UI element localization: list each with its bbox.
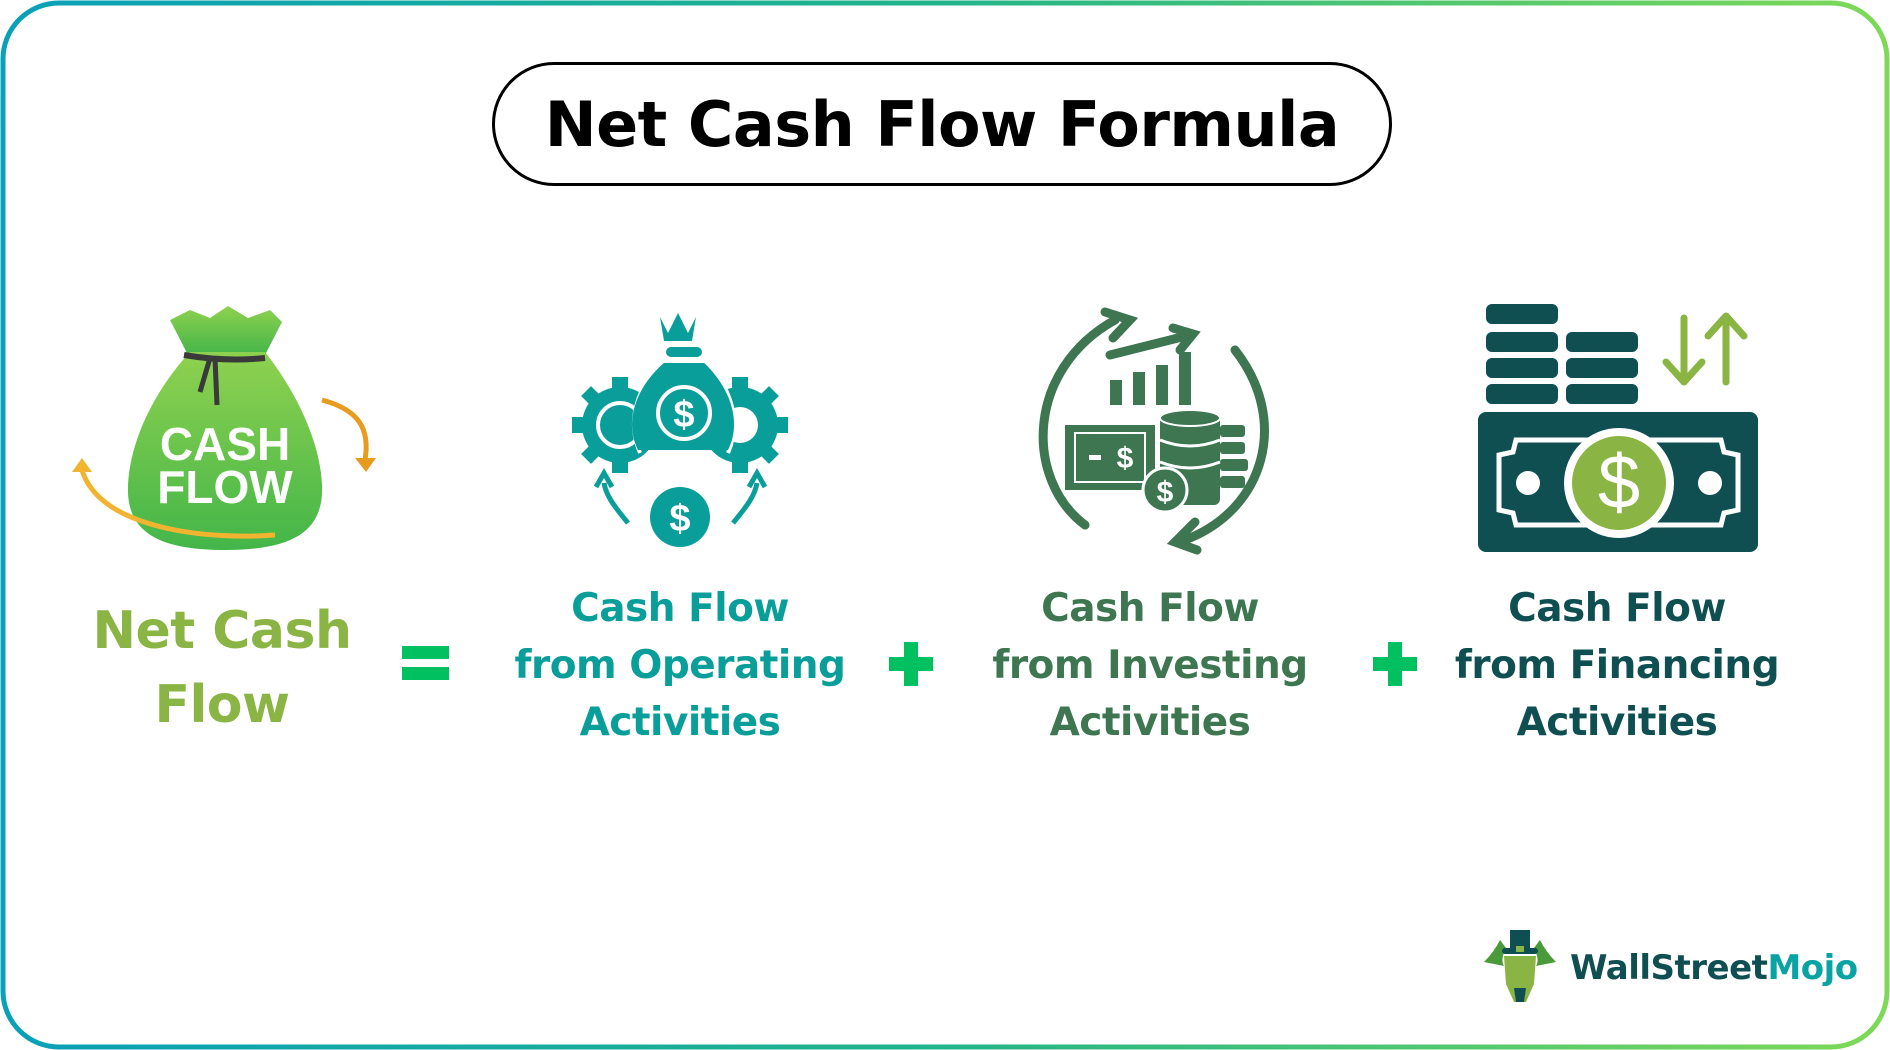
brand-logo[interactable]: WallStreetMojo (1480, 928, 1858, 1008)
brand-name: WallStreetMojo (1570, 948, 1858, 988)
title-text: Net Cash Flow Formula (544, 87, 1340, 161)
brand-name-part1: WallStreet (1570, 948, 1768, 988)
svg-text:CASH: CASH (160, 418, 290, 470)
label-line: from Investing (992, 643, 1308, 688)
label-line: Cash Flow (1041, 586, 1259, 631)
operating-gears-money-bag-icon: $ $ (572, 313, 788, 547)
equals-sign (402, 646, 449, 680)
financing-banknote-coins-arrows-icon: $ (1478, 304, 1758, 552)
label-line: Net Cash (92, 601, 352, 661)
svg-text:$: $ (1117, 442, 1134, 475)
label-line: Activities (1516, 700, 1718, 745)
label-line: from Financing (1454, 643, 1780, 688)
brand-name-part2: Mojo (1767, 948, 1858, 988)
page-title: Net Cash Flow Formula (492, 62, 1392, 186)
plus-sign (889, 642, 933, 686)
operating-activities-label: Cash Flow from Operating Activities (500, 580, 860, 751)
label-line: Activities (1049, 700, 1251, 745)
cash-flow-bag-icon: CASH FLOW (72, 306, 376, 550)
svg-text:$: $ (669, 498, 690, 540)
svg-text:FLOW: FLOW (157, 461, 293, 513)
net-cash-flow-label: Net Cash Flow (72, 594, 372, 742)
financing-activities-label: Cash Flow from Financing Activities (1437, 580, 1797, 751)
svg-text:$: $ (673, 394, 694, 436)
svg-text:$: $ (1598, 440, 1640, 525)
label-line: Cash Flow (571, 586, 789, 631)
bull-with-hat-logo-icon (1484, 930, 1556, 1002)
plus-sign (1373, 642, 1417, 686)
label-line: Activities (579, 700, 781, 745)
svg-text:$: $ (1157, 476, 1174, 509)
label-line: Flow (154, 675, 290, 735)
investing-cycle-chart-cash-icon: $ $ (1038, 307, 1269, 555)
label-line: Cash Flow (1508, 586, 1726, 631)
investing-activities-label: Cash Flow from Investing Activities (970, 580, 1330, 751)
label-line: from Operating (514, 643, 846, 688)
